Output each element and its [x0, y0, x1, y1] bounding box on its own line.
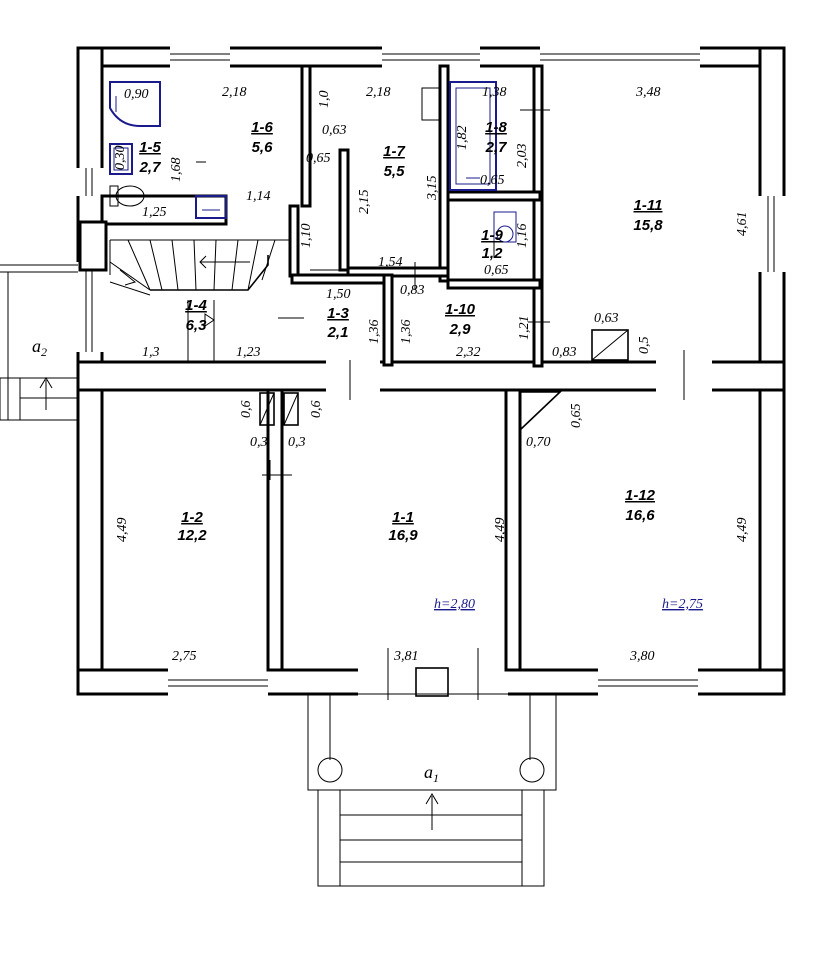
dimension: 1,23	[236, 345, 261, 360]
room-id: 1-3	[327, 305, 349, 322]
dimension: 0,3	[288, 435, 306, 450]
room-area: 16,6	[625, 507, 655, 524]
dimension: 2,15	[357, 190, 372, 215]
room-area: 6,3	[186, 317, 208, 334]
room-id: 1-5	[139, 139, 161, 156]
dimension: 0,6	[239, 401, 254, 419]
room-id: 1-9	[481, 227, 503, 244]
room-id: 1-8	[485, 119, 507, 136]
room-id: 1-10	[445, 301, 476, 318]
room-area: 5,6	[252, 139, 274, 156]
dimension: 1,36	[399, 320, 414, 345]
dimension: 2,18	[222, 85, 247, 100]
ceiling-heights: h=2,80 h=2,75	[434, 597, 703, 612]
dimension: 0,65	[480, 173, 505, 188]
dimension: 4,49	[735, 518, 750, 543]
dimension: 1,3	[142, 345, 160, 360]
dimension: 1,68	[169, 158, 184, 183]
dimension: 0,83	[552, 345, 577, 360]
room-id: 1-12	[625, 487, 656, 504]
dimension: 3,80	[629, 649, 655, 664]
dimension: 1,0	[317, 91, 332, 109]
dimension: 2,18	[366, 85, 391, 100]
dimension: 4,49	[493, 518, 508, 543]
room-area: 2,1	[327, 324, 349, 341]
dimension: 0,65	[569, 404, 584, 429]
dimension: 1,82	[455, 126, 470, 151]
dimension: 1,21	[517, 316, 532, 341]
dimension: 1,38	[482, 85, 507, 100]
dimension: 0,65	[306, 151, 331, 166]
dimension: 0,63	[322, 123, 347, 138]
dimension: 0,5	[637, 337, 652, 355]
room-area: 12,2	[177, 527, 207, 544]
interior-walls	[78, 64, 712, 672]
dimension-labels: 0,90 2,18 2,18 1,38 3,48 1,0 0,63 1,82 0…	[113, 85, 750, 664]
dimension: 0,90	[124, 87, 149, 102]
dimension: 0,3	[250, 435, 268, 450]
room-area: 15,8	[633, 217, 663, 234]
dimension: 3,81	[393, 649, 419, 664]
entrance-porch	[307, 693, 557, 887]
dimension: 2,75	[172, 649, 197, 664]
dimension: 0,70	[526, 435, 551, 450]
axis-label-a2: a2	[32, 336, 47, 359]
room-id: 1-2	[181, 509, 203, 526]
dimension: 0,30	[113, 146, 128, 171]
dimension: 1,54	[378, 255, 403, 270]
dimension: 0,65	[484, 263, 509, 278]
room-area: 2,9	[449, 321, 472, 338]
dimension: 1,16	[515, 224, 530, 249]
dimension: 0,83	[400, 283, 425, 298]
room-area: 2,7	[485, 139, 508, 156]
dimension: 1,10	[299, 224, 314, 249]
door-marks	[196, 109, 629, 480]
ceiling-height: h=2,75	[662, 597, 703, 612]
dimension: 3,48	[635, 85, 661, 100]
dimension: 2,03	[515, 144, 530, 169]
axis-label-a1: a1	[424, 762, 439, 785]
room-id: 1-4	[185, 297, 207, 314]
side-porch	[0, 264, 79, 421]
room-labels: 1-1 16,9 1-2 12,2 1-3 2,1 1-4 6,3 1-5 2,…	[139, 119, 664, 544]
dimension: 3,15	[425, 176, 440, 202]
dimension: 4,61	[735, 212, 750, 237]
dimension: 2,32	[456, 345, 481, 360]
dimension: 1,36	[367, 320, 382, 345]
dimension: 1,50	[326, 287, 351, 302]
ceiling-height: h=2,80	[434, 597, 475, 612]
dimension: 1,14	[246, 189, 271, 204]
room-area: 2,7	[139, 159, 162, 176]
dimension: 4,49	[115, 518, 130, 543]
windows	[76, 46, 786, 700]
room-area: 5,5	[384, 163, 406, 180]
room-area: 16,9	[388, 527, 418, 544]
sanitary-fixtures	[109, 81, 517, 243]
dimension: 0,63	[594, 311, 619, 326]
dimension: 1,25	[142, 205, 167, 220]
room-id: 1-7	[383, 143, 405, 160]
staircase	[109, 239, 291, 362]
room-area: 1,2	[482, 245, 504, 262]
room-id: 1-6	[251, 119, 273, 136]
dimension: 0,6	[309, 401, 324, 419]
room-id: 1-11	[634, 197, 663, 214]
room-id: 1-1	[392, 509, 414, 526]
